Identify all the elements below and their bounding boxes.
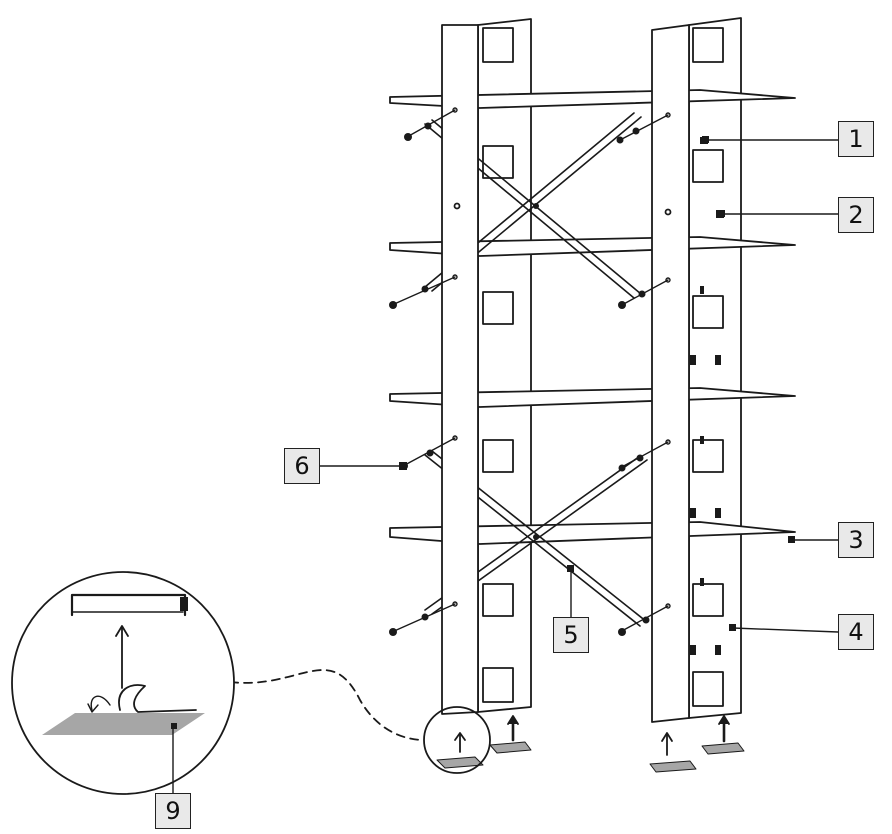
callout-3: 3	[838, 522, 874, 558]
bolt-assemblies	[391, 107, 671, 633]
shelf-3	[389, 387, 796, 408]
rear-left-slots	[482, 27, 514, 703]
shelf-1	[389, 89, 796, 109]
front-left-hole	[453, 202, 461, 210]
callout-4: 4	[838, 614, 874, 650]
detail-focus-circle	[423, 706, 491, 774]
detail-connector	[229, 669, 425, 741]
shelf-4	[389, 521, 796, 545]
callout-6: 6	[284, 448, 320, 484]
callout-2: 2	[838, 197, 874, 233]
callout-1: 1	[838, 121, 874, 157]
detail-contents	[42, 593, 205, 735]
front-right-hole	[664, 208, 672, 216]
rear-right-slots	[692, 27, 724, 707]
front-left-upright	[441, 24, 479, 715]
callout-9: 9	[155, 793, 191, 829]
floor-arrows	[454, 715, 730, 756]
leader-dots	[399, 136, 795, 631]
detail-magnifier	[11, 571, 235, 795]
callout-5: 5	[553, 617, 589, 653]
floor-pads	[436, 741, 745, 773]
front-right-upright	[651, 24, 690, 723]
leader-lines	[172, 139, 839, 796]
